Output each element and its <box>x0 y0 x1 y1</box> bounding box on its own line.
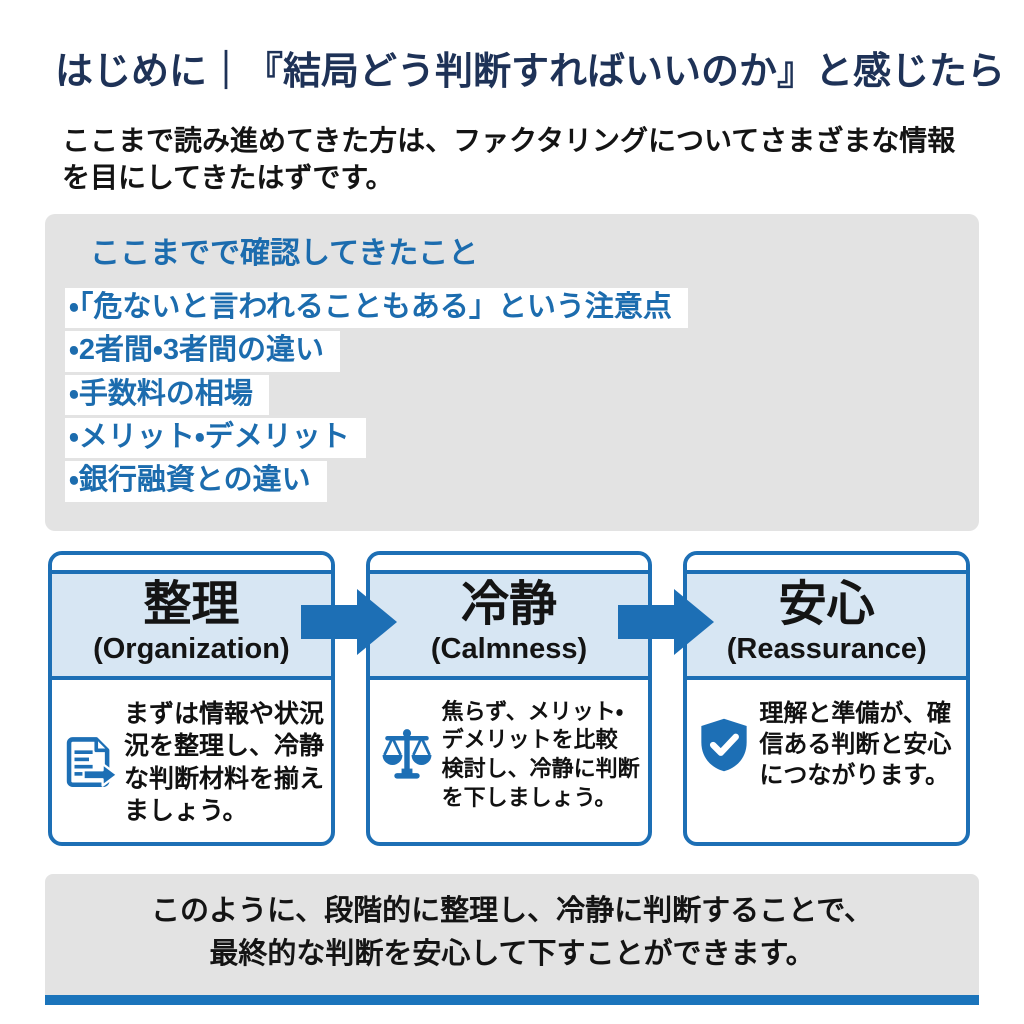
conclusion-box: このように、段階的に整理し、冷静に判断することで、 最終的な判断を安心して下すこ… <box>45 873 979 1005</box>
card-body: まずは情報や状況 況を整理し、冷静 な判断材料を揃え ましょう。 <box>52 680 331 842</box>
card-subtitle: (Organization) <box>93 632 290 665</box>
checklist-item-label: ・手数料の相場 <box>65 374 269 416</box>
card-header: 整理 (Organization) <box>52 569 331 680</box>
checklist-item-label: ・「危ないと言われることもある」という注意点 <box>65 288 688 329</box>
card-body: 焦らず、メリット・ デメリットを比較 検討し、冷静に判断 を下しましょう。 <box>370 680 649 826</box>
card-top-strip <box>687 554 967 570</box>
card-title: 安心 <box>778 577 875 631</box>
card-description: 理解と準備が、確 信ある判断と安心 につながります。 <box>759 699 952 790</box>
shield-check-icon <box>695 715 753 775</box>
scale-icon <box>378 725 436 785</box>
step-card-organization: 整理 (Organization) まずは情報や状況 況を整理し、冷静 な判断 <box>48 550 335 846</box>
document-arrow-icon <box>60 733 118 793</box>
card-header: 安心 (Reassurance) <box>687 569 967 680</box>
card-header: 冷静 (Calmness) <box>369 569 649 680</box>
flow-arrow-icon <box>301 588 397 655</box>
card-title: 整理 <box>143 577 240 631</box>
card-subtitle: (Reassurance) <box>726 632 927 665</box>
card-body: 理解と準備が、確 信ある判断と安心 につながります。 <box>687 680 966 806</box>
card-top-strip <box>369 554 649 570</box>
checklist-item: ・メリット・デメリット <box>65 418 955 459</box>
card-top-strip <box>52 554 331 570</box>
card-description: 焦らず、メリット・ デメリットを比較 検討し、冷静に判断 を下しましょう。 <box>441 698 640 810</box>
checklist-item-label: ・2者間・3者間の違い <box>65 331 340 372</box>
conclusion-text: このように、段階的に整理し、冷静に判断することで、 最終的な判断を安心して下すこ… <box>150 894 874 971</box>
flow-arrow-icon <box>618 588 714 655</box>
steps-flow-diagram: 整理 (Organization) まずは情報や状況 況を整理し、冷静 な判断 <box>48 550 971 846</box>
card-title: 冷静 <box>461 577 558 631</box>
checklist-item: ・「危ないと言われることもある」という注意点 <box>65 288 955 329</box>
card-subtitle: (Calmness) <box>430 632 588 665</box>
checklist-item-label: ・銀行融資との違い <box>65 461 327 502</box>
card-description: まずは情報や状況 況を整理し、冷静 な判断材料を揃え ましょう。 <box>124 699 325 826</box>
step-card-calmness: 冷静 (Calmness) <box>365 550 653 846</box>
intro-text: ここまで読み進めてきた方は、ファクタリングについてさまざまな情報 を目にしてきた… <box>62 124 956 193</box>
page-title: はじめに｜『結局どう判断すればいいのか』と感じたら <box>55 51 1006 93</box>
checklist-heading: ここまでで確認してきたこと <box>90 237 479 271</box>
step-card-reassurance: 安心 (Reassurance) 理解と準備が、確 信ある判断と安心 につながり… <box>683 550 971 846</box>
checklist-item-label: ・メリット・デメリット <box>65 418 366 459</box>
checklist-items: ・「危ないと言われることもある」という注意点 ・2者間・3者間の違い ・手数料の… <box>65 288 955 502</box>
checklist-item: ・銀行融資との違い <box>65 461 955 502</box>
checklist-item: ・2者間・3者間の違い <box>65 331 955 372</box>
checklist-item: ・手数料の相場 <box>65 374 955 416</box>
checklist-box: ここまでで確認してきたこと ・「危ないと言われることもある」という注意点 ・2者… <box>45 214 979 531</box>
